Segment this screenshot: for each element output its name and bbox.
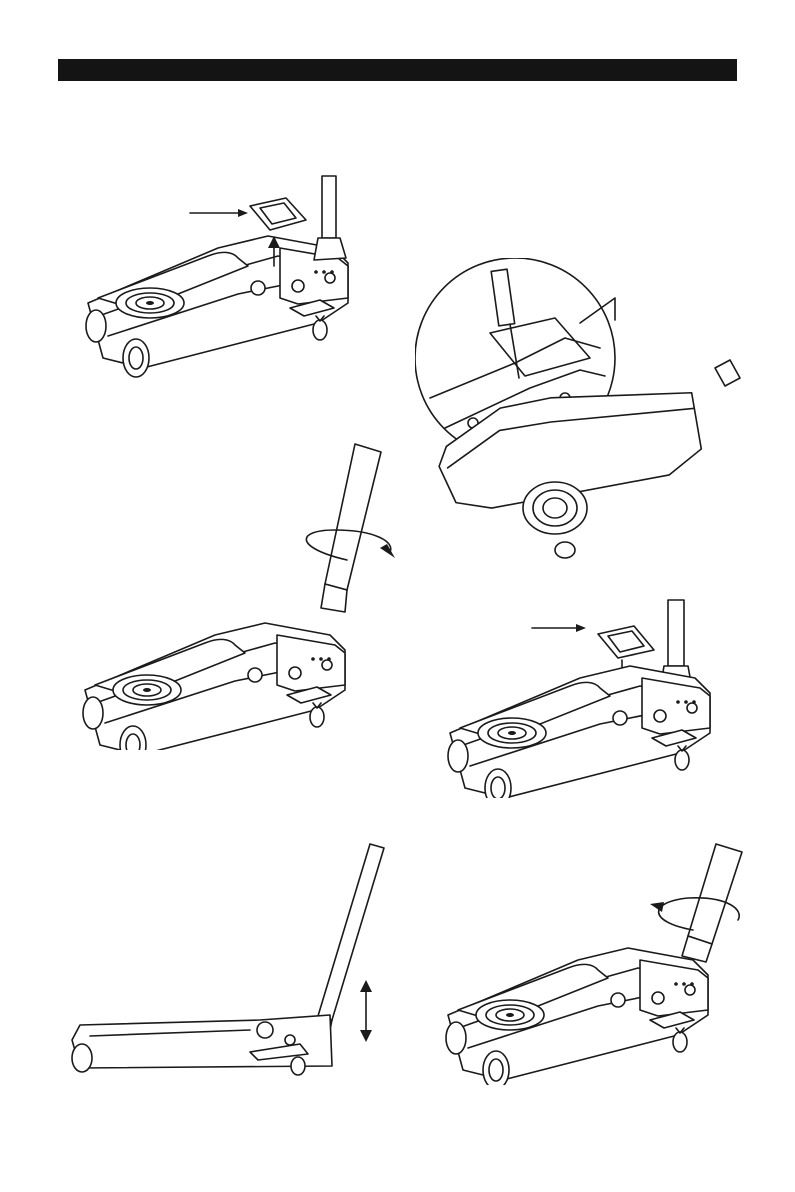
figure-replace-cover-plate (420, 598, 730, 798)
figure-twist-handle (418, 840, 748, 1085)
figure-pump-handle (60, 840, 400, 1085)
section-header-title (58, 62, 66, 77)
figure-screwdriver-detail (415, 258, 745, 578)
section-header-bar (58, 59, 737, 81)
figure-rotate-handle (55, 440, 395, 750)
figure-remove-cover-plate (78, 168, 378, 378)
